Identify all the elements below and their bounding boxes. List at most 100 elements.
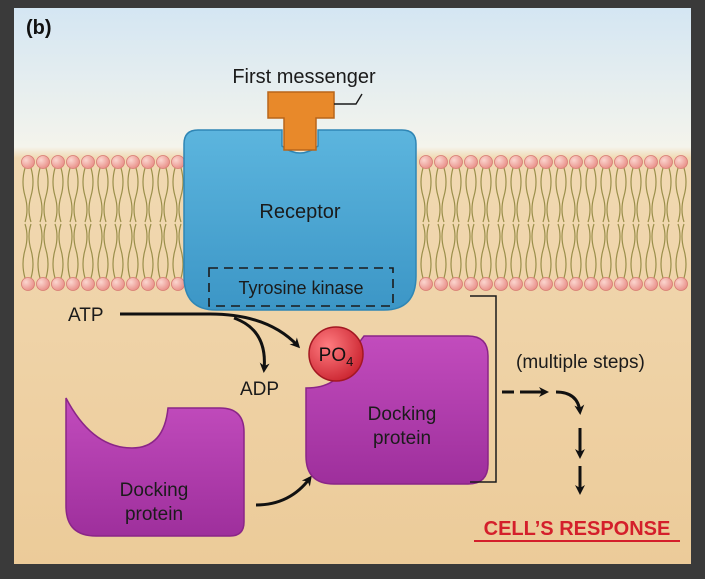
lipid-tail bbox=[450, 167, 462, 223]
lipid-tail bbox=[157, 223, 169, 279]
lipid-head bbox=[419, 277, 433, 291]
lipid-head bbox=[599, 277, 613, 291]
lipid-tail bbox=[540, 167, 552, 223]
lipid-tail bbox=[540, 223, 552, 279]
lipid-head bbox=[171, 155, 185, 169]
lipid-head bbox=[569, 277, 583, 291]
lipid-head bbox=[584, 155, 598, 169]
lipid-tail bbox=[525, 167, 537, 223]
first-messenger-label: First messenger bbox=[232, 66, 376, 88]
lipid-tail bbox=[510, 223, 522, 279]
atp-arrow bbox=[120, 312, 301, 349]
docking-protein-free-label-2: protein bbox=[125, 504, 183, 525]
lipid-tail bbox=[142, 167, 154, 223]
lipid-head bbox=[509, 155, 523, 169]
lipid-head bbox=[494, 277, 508, 291]
lipid-tail bbox=[435, 167, 447, 223]
adp-arrow bbox=[233, 316, 270, 373]
docking-protein-free-label-1: Docking bbox=[120, 480, 189, 501]
lipid-tail bbox=[570, 223, 582, 279]
lipid-head bbox=[51, 277, 65, 291]
lipid-head bbox=[644, 155, 658, 169]
lipid-tail bbox=[52, 167, 64, 223]
lipid-tail bbox=[600, 167, 612, 223]
lipid-tail bbox=[22, 167, 34, 223]
adp-label: ADP bbox=[240, 379, 279, 400]
lipid-head bbox=[66, 155, 80, 169]
lipid-tail bbox=[97, 223, 109, 279]
lipid-head bbox=[629, 277, 643, 291]
lipid-head bbox=[96, 155, 110, 169]
lipid-head bbox=[81, 155, 95, 169]
lipid-head bbox=[479, 277, 493, 291]
lipid-head bbox=[464, 277, 478, 291]
lipid-head bbox=[674, 155, 688, 169]
lipid-tail bbox=[420, 223, 432, 279]
lipid-tail bbox=[660, 167, 672, 223]
lipid-head bbox=[434, 277, 448, 291]
lipid-tail bbox=[435, 223, 447, 279]
lipid-tail bbox=[600, 223, 612, 279]
lipid-tail bbox=[82, 223, 94, 279]
phosphate-group bbox=[308, 326, 364, 382]
binding-arrow bbox=[255, 475, 312, 507]
lipid-head bbox=[524, 277, 538, 291]
lipid-tail bbox=[495, 223, 507, 279]
lipid-tail bbox=[480, 223, 492, 279]
lipid-tail bbox=[480, 167, 492, 223]
lipid-tail bbox=[570, 167, 582, 223]
lipid-head bbox=[659, 155, 673, 169]
lipid-head bbox=[141, 155, 155, 169]
lipid-head bbox=[126, 155, 140, 169]
lipid-head bbox=[539, 155, 553, 169]
lipid-tail bbox=[112, 223, 124, 279]
lipid-tail bbox=[510, 167, 522, 223]
lipid-tail bbox=[127, 167, 139, 223]
docking-protein-free bbox=[65, 397, 245, 537]
lipid-head bbox=[659, 277, 673, 291]
lipid-head bbox=[554, 277, 568, 291]
lipid-head bbox=[126, 277, 140, 291]
cells-response-label: CELL’S RESPONSE bbox=[484, 518, 671, 540]
lipid-tail bbox=[555, 223, 567, 279]
first-messenger-leader bbox=[334, 93, 363, 105]
lipid-head bbox=[629, 155, 643, 169]
lipid-tail bbox=[615, 167, 627, 223]
lipid-tail bbox=[675, 167, 687, 223]
tyrosine-kinase-label: Tyrosine kinase bbox=[238, 278, 363, 298]
lipid-head bbox=[171, 277, 185, 291]
lipid-tail bbox=[555, 167, 567, 223]
lipid-head bbox=[614, 277, 628, 291]
tyrosine-kinase-box bbox=[208, 267, 394, 307]
lipid-tail bbox=[675, 223, 687, 279]
lipid-tail bbox=[52, 223, 64, 279]
lipid-head bbox=[494, 155, 508, 169]
bracket bbox=[470, 295, 497, 483]
lipid-head bbox=[509, 277, 523, 291]
lipid-tail bbox=[660, 223, 672, 279]
multiple-steps-label: (multiple steps) bbox=[516, 352, 645, 373]
lipid-tail bbox=[127, 223, 139, 279]
lipid-tail bbox=[37, 167, 49, 223]
lipid-head bbox=[464, 155, 478, 169]
lipid-tail bbox=[645, 167, 657, 223]
lipid-tail bbox=[37, 223, 49, 279]
lipid-head bbox=[449, 277, 463, 291]
panel-label: (b) bbox=[26, 17, 52, 39]
lipid-tail bbox=[495, 167, 507, 223]
lipid-head bbox=[36, 277, 50, 291]
lipid-tail bbox=[465, 223, 477, 279]
lipid-tail bbox=[67, 167, 79, 223]
lipid-head bbox=[539, 277, 553, 291]
docking-protein-bound-label-1: Docking bbox=[368, 404, 437, 425]
lipid-head bbox=[21, 155, 35, 169]
lipid-head bbox=[644, 277, 658, 291]
lipid-tail bbox=[645, 223, 657, 279]
lipid-head bbox=[66, 277, 80, 291]
lipid-head bbox=[111, 277, 125, 291]
lipid-tail bbox=[67, 223, 79, 279]
lipid-tail bbox=[525, 223, 537, 279]
lipid-head bbox=[51, 155, 65, 169]
lipid-tail bbox=[450, 223, 462, 279]
